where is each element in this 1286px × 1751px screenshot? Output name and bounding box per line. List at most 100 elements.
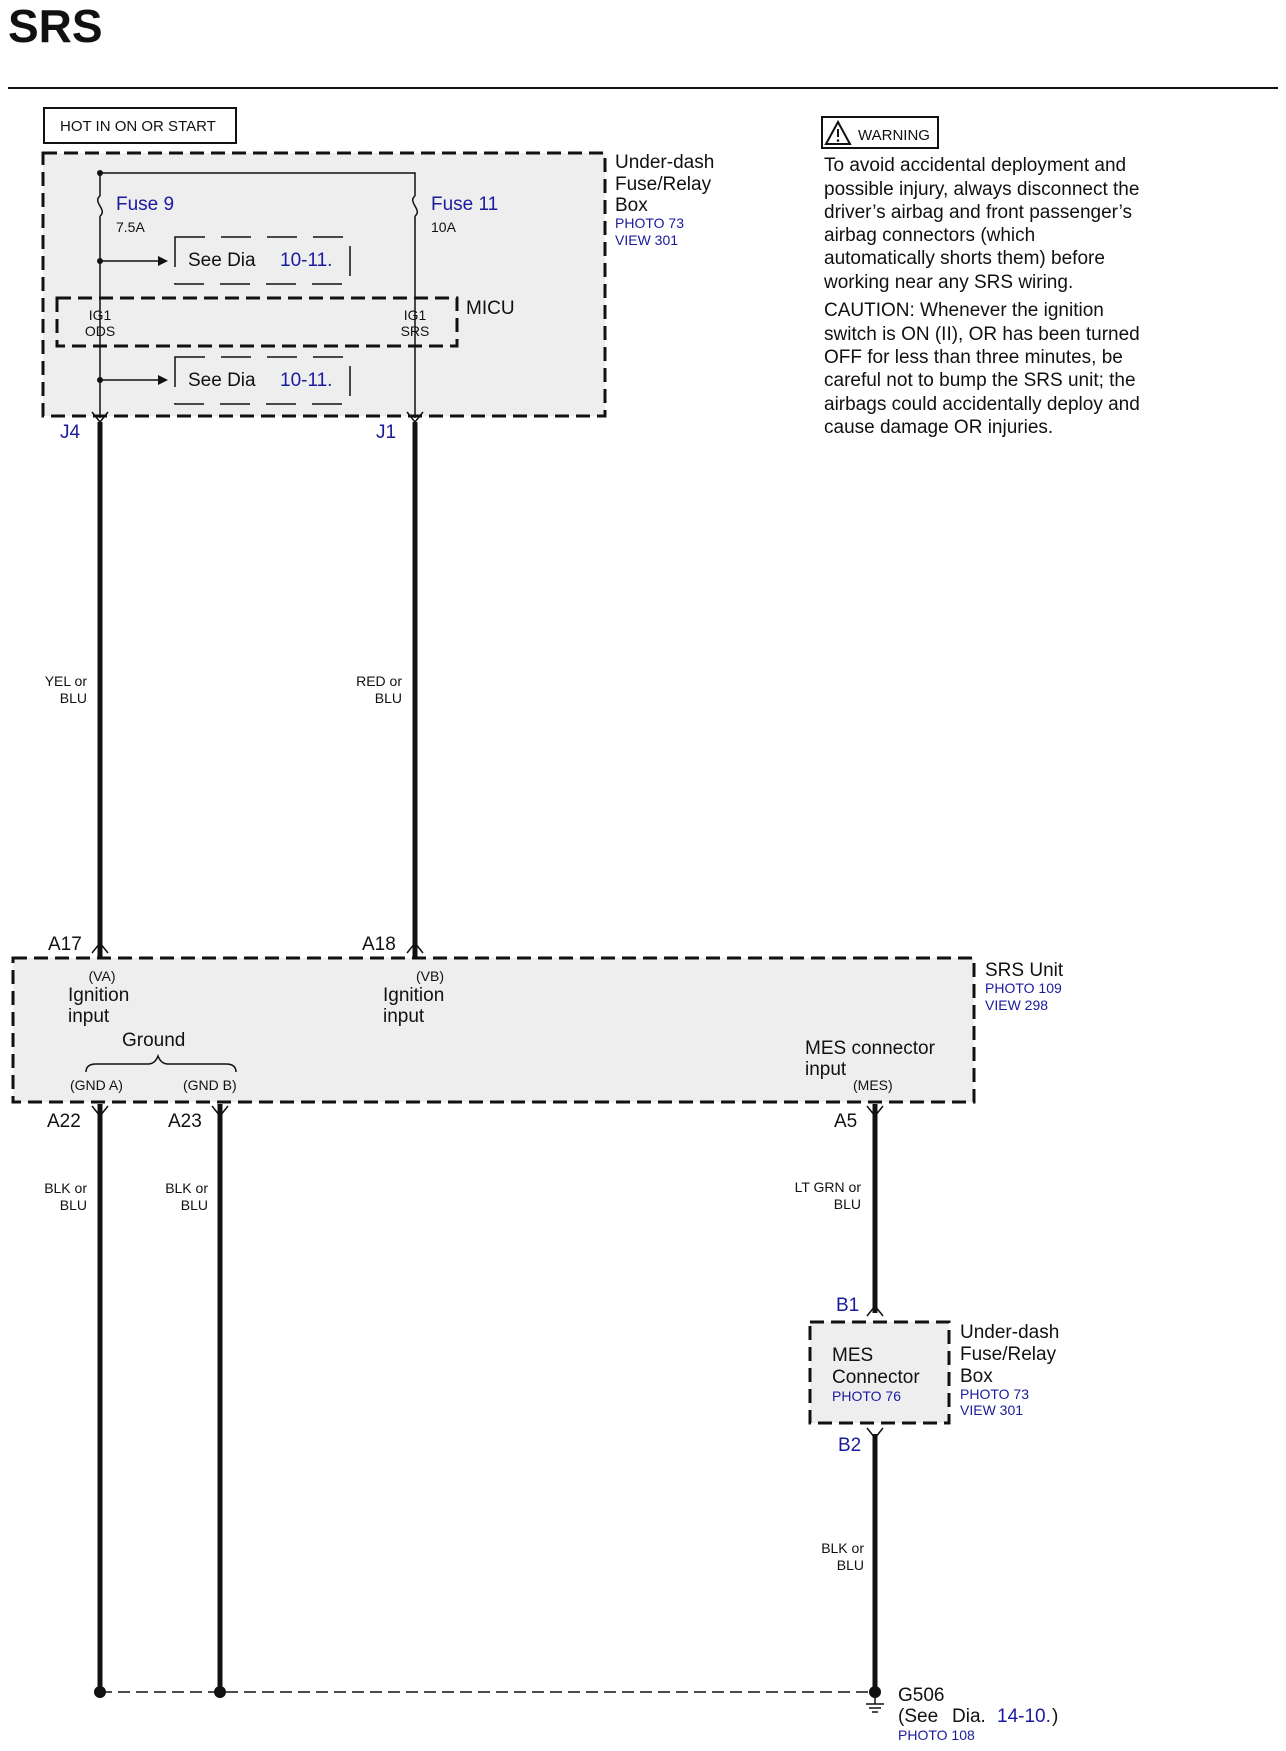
- hot-label-box: [43, 107, 237, 144]
- hot-label: HOT IN ON OR START: [60, 118, 216, 135]
- connector-j1: J1: [376, 422, 396, 443]
- mes-connector-photo: PHOTO 76: [832, 1388, 901, 1404]
- ignition-input-a-1: Ignition: [68, 985, 129, 1006]
- mes-connector-box: [808, 1320, 951, 1425]
- connector-a18: A18: [362, 934, 396, 955]
- warning-text: To avoid accidental deployment and: [824, 155, 1126, 176]
- see-dia-box-lower: [174, 356, 351, 405]
- junction-dot: [214, 1686, 226, 1698]
- junction-dot: [94, 1686, 106, 1698]
- wire-color-label: BLU: [60, 1197, 87, 1213]
- wire-color-label: YEL or: [45, 673, 88, 689]
- page-title: SRS: [8, 0, 103, 52]
- ground-symbol-icon: [866, 1692, 884, 1713]
- see-dia-box-upper: [174, 236, 351, 285]
- fuse-box-name-3: Box: [615, 195, 648, 216]
- ground-photo: PHOTO 108: [898, 1727, 975, 1743]
- pin-gnd-a: (GND A): [70, 1077, 123, 1093]
- ignition-input-b-1: Ignition: [383, 985, 444, 1006]
- micu-pin-right-2: SRS: [401, 323, 430, 339]
- fuse9-symbol: [97, 195, 103, 217]
- pin-va: (VA): [89, 968, 116, 984]
- ignition-input-a-2: input: [68, 1006, 110, 1027]
- warning-text: driver’s airbag and front passenger’s: [824, 202, 1132, 223]
- fuse-box-view: VIEW 301: [615, 232, 678, 248]
- ground-see-ref[interactable]: 14-10.: [997, 1706, 1051, 1727]
- pin-vb: (VB): [416, 968, 444, 984]
- wire-color-label: BLU: [375, 690, 402, 706]
- micu-pin-left-1: IG1: [89, 307, 112, 323]
- ground-see-prefix: (See: [898, 1706, 938, 1727]
- connector-arrow-icon: [866, 1304, 884, 1317]
- warning-text: possible injury, always disconnect the: [824, 179, 1139, 200]
- connector-j4: J4: [60, 422, 81, 443]
- wire-color-label: BLK or: [165, 1180, 208, 1196]
- srs-unit-box: [11, 956, 976, 1104]
- mes-input-1: MES connector: [805, 1038, 936, 1059]
- fuse-box-name-2: Fuse/Relay: [615, 174, 712, 195]
- caution-text: cause damage OR injuries.: [824, 417, 1053, 438]
- srs-unit-view: VIEW 298: [985, 997, 1048, 1013]
- ground-g506: G506: [898, 1685, 944, 1706]
- pin-gnd-b: (GND B): [183, 1077, 237, 1093]
- warning-text: airbag connectors (which: [824, 225, 1035, 246]
- mes-connector-name-2: Connector: [832, 1367, 920, 1388]
- caution-text: OFF for less than three minutes, be: [824, 347, 1123, 368]
- connector-a5: A5: [834, 1111, 857, 1132]
- warning-label: WARNING: [858, 127, 930, 144]
- arrow-right-icon: [158, 375, 168, 385]
- mes-box-view: VIEW 301: [960, 1402, 1023, 1418]
- fuse9-rating: 7.5A: [116, 219, 145, 235]
- connector-a22: A22: [47, 1111, 81, 1132]
- fuse11-rating: 10A: [431, 219, 457, 235]
- connector-arrow-icon: [91, 941, 109, 954]
- wire-color-label: BLU: [834, 1196, 861, 1212]
- micu-pin-right-1: IG1: [404, 307, 427, 323]
- mes-input-2: input: [805, 1059, 847, 1080]
- wire-color-label: RED or: [356, 673, 402, 689]
- ground-label: Ground: [122, 1030, 185, 1051]
- connector-b2: B2: [838, 1435, 861, 1456]
- connector-a23: A23: [168, 1111, 202, 1132]
- wire-color-label: BLU: [837, 1557, 864, 1573]
- wire-color-label: BLU: [60, 690, 87, 706]
- arrow-right-icon: [158, 256, 168, 266]
- fuse9-label: Fuse 9: [116, 194, 174, 215]
- see-dia-upper-ref[interactable]: 10-11.: [280, 250, 332, 271]
- micu-box: [55, 296, 459, 348]
- mes-connector-name-1: MES: [832, 1345, 873, 1366]
- warning-text: working near any SRS wiring.: [823, 272, 1073, 293]
- connector-b1: B1: [836, 1295, 859, 1316]
- mes-box-name-2: Fuse/Relay: [960, 1344, 1057, 1365]
- warning-text: automatically shorts them) before: [824, 248, 1105, 269]
- caution-text: airbags could accidentally deploy and: [824, 394, 1140, 415]
- micu-pin-left-2: ODS: [85, 323, 115, 339]
- srs-unit-photo: PHOTO 109: [985, 980, 1062, 996]
- connector-a17: A17: [48, 934, 82, 955]
- fuse11-symbol: [412, 195, 418, 217]
- wire-color-label: BLK or: [821, 1540, 864, 1556]
- mes-box-name-3: Box: [960, 1366, 993, 1387]
- caution-text: switch is ON (II), OR has been turned: [824, 324, 1140, 345]
- micu-label: MICU: [466, 298, 515, 319]
- fuse-box-photo: PHOTO 73: [615, 215, 684, 231]
- ground-brace: [85, 1053, 237, 1073]
- mes-box-name-1: Under-dash: [960, 1322, 1059, 1343]
- fuse-box-name-1: Under-dash: [615, 152, 714, 173]
- caution-text: CAUTION: Whenever the ignition: [824, 300, 1104, 321]
- mes-box-photo: PHOTO 73: [960, 1386, 1029, 1402]
- see-dia-lower-prefix: See Dia: [188, 370, 256, 391]
- fuse11-label: Fuse 11: [431, 194, 498, 215]
- ignition-input-b-2: input: [383, 1006, 425, 1027]
- connector-arrow-icon: [406, 941, 424, 954]
- ground-see-dia: Dia.: [952, 1706, 986, 1727]
- see-dia-lower-ref[interactable]: 10-11.: [280, 370, 332, 391]
- wire-color-label: BLK or: [44, 1180, 87, 1196]
- wire-color-label: LT GRN or: [795, 1179, 862, 1195]
- pin-mes: (MES): [853, 1077, 893, 1093]
- srs-unit-name: SRS Unit: [985, 960, 1064, 981]
- ground-see-close: ): [1052, 1706, 1058, 1727]
- wire-color-label: BLU: [181, 1197, 208, 1213]
- see-dia-upper-prefix: See Dia: [188, 250, 256, 271]
